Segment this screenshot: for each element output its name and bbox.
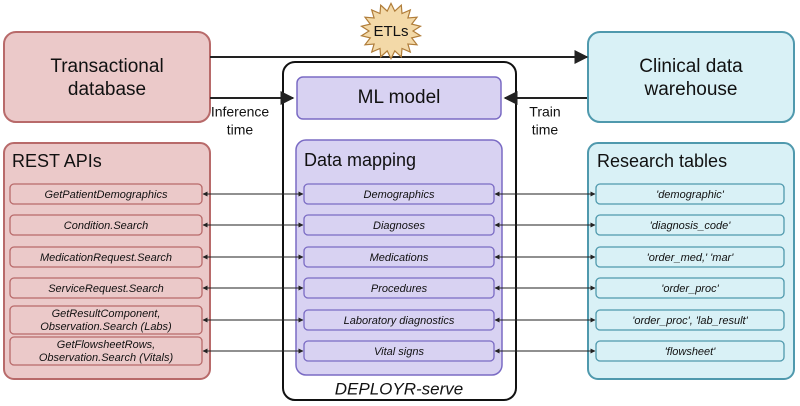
rest-api-item — [9, 277, 203, 299]
train-time-line1: Train — [529, 104, 560, 120]
research-table-item-label: 'order_proc' — [661, 283, 719, 295]
rest-api-item-label-line2: Observation.Search (Vitals) — [39, 352, 174, 364]
research-table-item — [595, 246, 785, 268]
deployr-serve-label: DEPLOYR-serve — [335, 379, 463, 398]
data-mapping-item — [303, 246, 495, 268]
research-table-item-label: 'diagnosis_code' — [650, 220, 732, 232]
data-mapping-item — [303, 183, 495, 205]
research-table-item — [595, 340, 785, 362]
rest-api-item-label: Condition.Search — [64, 220, 148, 232]
rest-api-item-label: GetPatientDemographics — [45, 189, 168, 201]
transactional-database-line2: database — [68, 79, 146, 100]
data-mapping-item-label: Vital signs — [374, 346, 424, 358]
train-time-line2: time — [532, 122, 559, 138]
rest-api-item — [9, 214, 203, 236]
inference-time-line2: time — [227, 122, 254, 138]
etl-starburst-icon — [359, 2, 423, 60]
data-mapping-item — [303, 309, 495, 331]
data-mapping-item — [303, 214, 495, 236]
data-mapping-item-label: Laboratory diagnostics — [344, 315, 455, 327]
rest-api-item-label-line2: Observation.Search (Labs) — [40, 321, 172, 333]
rest-apis-title: REST APIs — [12, 151, 102, 171]
data-mapping-item-label: Medications — [370, 252, 429, 264]
rest-api-item — [9, 183, 203, 205]
data-mapping-title: Data mapping — [304, 150, 416, 170]
rest-api-item-label: GetFlowsheetRows, — [57, 339, 155, 351]
clinical-data-warehouse-box — [587, 31, 795, 123]
rest-api-item-label: GetResultComponent, — [52, 308, 161, 320]
rest-api-item — [9, 305, 203, 335]
research-table-item-label: 'order_med,' 'mar' — [647, 252, 735, 264]
research-tables-title: Research tables — [597, 151, 727, 171]
research-table-item-label: 'flowsheet' — [665, 346, 717, 358]
rest-api-item — [9, 246, 203, 268]
transactional-database-box — [3, 31, 211, 123]
etl-label: ETLs — [373, 23, 408, 40]
rest-api-item-label: ServiceRequest.Search — [48, 283, 164, 295]
data-mapping-item-label: Diagnoses — [373, 220, 425, 232]
research-table-item — [595, 214, 785, 236]
data-mapping-item — [303, 340, 495, 362]
research-table-item-label: 'order_proc', 'lab_result' — [632, 315, 748, 327]
research-table-item — [595, 277, 785, 299]
clinical-data-warehouse-line2: warehouse — [644, 79, 738, 100]
research-table-item-label: 'demographic' — [656, 189, 725, 201]
inference-time-line1: Inference — [211, 104, 270, 120]
research-table-item — [595, 183, 785, 205]
research-table-item — [595, 309, 785, 331]
data-mapping-item-label: Demographics — [364, 189, 435, 201]
clinical-data-warehouse-line1: Clinical data — [639, 56, 743, 77]
transactional-database-line1: Transactional — [50, 56, 163, 77]
data-mapping-item — [303, 277, 495, 299]
ml-model-box — [296, 76, 502, 120]
data-mapping-item-label: Procedures — [371, 283, 428, 295]
ml-model-label: ML model — [358, 87, 441, 108]
rest-api-item-label: MedicationRequest.Search — [40, 252, 172, 264]
rest-api-item — [9, 336, 203, 366]
